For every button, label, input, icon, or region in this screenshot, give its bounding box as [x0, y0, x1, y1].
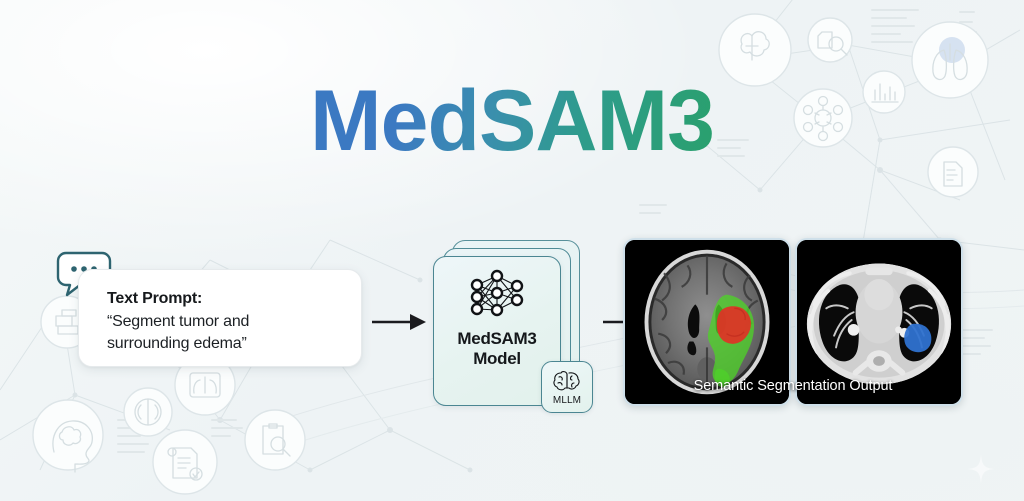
wm-head-brain-icon: [32, 399, 104, 471]
model-card-label: MedSAM3 Model: [457, 329, 536, 369]
model-name-line-1: MedSAM3: [457, 329, 537, 348]
page-title-container: MedSAM3: [0, 78, 1024, 164]
sparkle-icon: [968, 455, 994, 483]
wm-lung-marker-dot: [939, 37, 965, 63]
text-prompt-line-1: “Segment tumor and: [107, 313, 250, 331]
tumor-overlay: [716, 306, 751, 344]
wm-brain-scan-icon: [123, 387, 173, 437]
arrow-prompt-to-model-icon: [372, 314, 426, 330]
text-prompt-line-2: surrounding edema”: [107, 335, 247, 353]
text-prompt-heading: Text Prompt:: [107, 290, 203, 307]
brain-mri-panel[interactable]: [623, 238, 791, 406]
chest-ct-panel[interactable]: [795, 238, 963, 406]
mllm-badge[interactable]: MLLM: [541, 361, 593, 413]
wm-brain-circle-icon: [718, 13, 792, 87]
model-name-line-2: Model: [473, 349, 521, 369]
text-prompt-card[interactable]: Text Prompt: “Segment tumor and surround…: [78, 269, 362, 367]
chest-ct-image: [797, 240, 961, 404]
mllm-label: MLLM: [552, 394, 582, 406]
page-title: MedSAM3: [310, 73, 715, 169]
neural-network-icon: [470, 269, 524, 317]
wm-document-person-icon: [152, 429, 218, 495]
wm-clipboard-search-icon: [244, 409, 306, 471]
medsam3-model-card[interactable]: MedSAM3 Model: [433, 256, 561, 406]
brain-icon: [553, 370, 580, 390]
wm-small-node: [807, 17, 853, 63]
lung-lesion-overlay: [904, 323, 932, 353]
brain-mri-image: [625, 240, 789, 404]
